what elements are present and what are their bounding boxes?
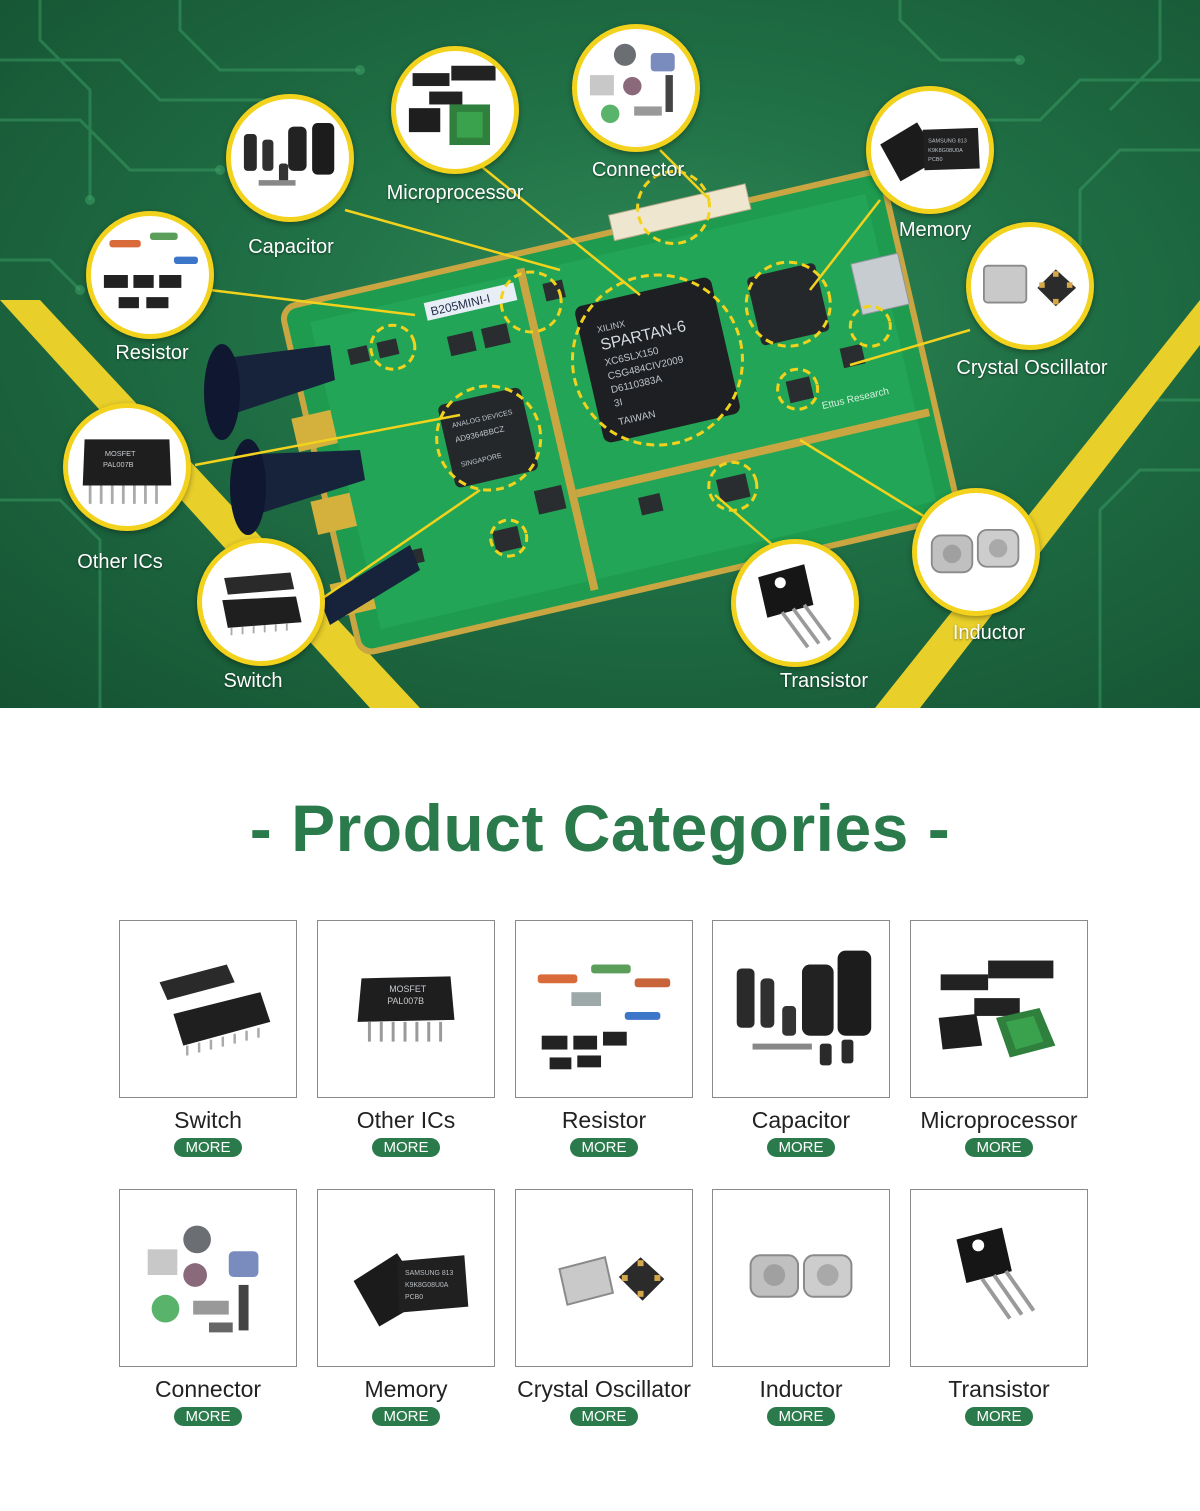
hero-label-memory: Memory <box>898 219 972 241</box>
connector-bubble <box>572 24 700 152</box>
hero-label-transistor: Transistor <box>779 670 869 692</box>
category-card-switch[interactable]: Switch MORE <box>119 920 297 1157</box>
category-image[interactable]: MOSFET PAL007B <box>317 920 495 1098</box>
hero-label-connector: Connector <box>591 159 685 181</box>
inductor-bubble <box>912 488 1040 616</box>
memory-bubble: SAMSUNG 813 K9K8G08U0A PCB0 <box>866 86 994 214</box>
category-card-transistor[interactable]: Transistor MORE <box>910 1189 1088 1426</box>
crystal-oscillator-icon <box>558 1256 665 1306</box>
memory-icon: SAMSUNG 813 K9K8G08U0A PCB0 <box>880 122 980 182</box>
memory-icon: SAMSUNG 813 K9K8G08U0A PCB0 <box>353 1253 469 1327</box>
connector-icon <box>589 43 675 124</box>
category-image[interactable] <box>910 1189 1088 1367</box>
svg-text:K9K8G08U0A: K9K8G08U0A <box>928 148 963 154</box>
more-button[interactable]: MORE <box>372 1138 440 1157</box>
more-button[interactable]: MORE <box>965 1138 1033 1157</box>
svg-text:3I: 3I <box>613 397 624 410</box>
transistor-icon <box>956 1227 1036 1320</box>
section-title: - Product Categories - <box>249 791 951 865</box>
hero-label-capacitor: Capacitor <box>248 236 334 258</box>
resistor-bubble <box>86 211 214 339</box>
hero-label-resistor: Resistor <box>115 342 189 364</box>
inductor-icon <box>749 1254 853 1298</box>
category-card-capacitor[interactable]: Capacitor MORE <box>712 920 890 1157</box>
category-image[interactable] <box>119 1189 297 1367</box>
category-card-resistor[interactable]: Resistor MORE <box>515 920 693 1157</box>
ic-icon: MOSFET PAL007B <box>82 439 172 504</box>
svg-text:MOSFET: MOSFET <box>105 449 136 458</box>
capacitor-icon <box>243 122 335 186</box>
ic-icon: MOSFET PAL007B <box>357 976 455 1042</box>
microprocessor-bubble <box>391 46 519 174</box>
hero-label-crystal-oscillator: Crystal Oscillator <box>956 357 1108 379</box>
switch-bubble <box>197 538 325 666</box>
svg-text:K9K8G08U0A: K9K8G08U0A <box>405 1282 449 1289</box>
category-card-inductor[interactable]: Inductor MORE <box>712 1189 890 1426</box>
svg-text:PAL007B: PAL007B <box>387 996 424 1006</box>
switch-icon <box>159 964 271 1056</box>
hero-label-other-ics: Other ICs <box>77 551 163 573</box>
category-name[interactable]: Connector <box>154 1376 262 1402</box>
more-button[interactable]: MORE <box>174 1407 242 1426</box>
more-button[interactable]: MORE <box>965 1407 1033 1426</box>
other-ics-bubble: MOSFET PAL007B <box>63 403 191 531</box>
inductor-icon <box>930 528 1020 574</box>
category-image[interactable]: SAMSUNG 813 K9K8G08U0A PCB0 <box>317 1189 495 1367</box>
resistor-icon <box>103 232 198 309</box>
category-card-connector[interactable]: Connector MORE <box>119 1189 297 1426</box>
svg-text:PAL007B: PAL007B <box>103 460 134 469</box>
category-name[interactable]: Crystal Oscillator <box>517 1376 691 1402</box>
category-name[interactable]: Switch <box>174 1107 242 1133</box>
category-name[interactable]: Capacitor <box>751 1107 851 1133</box>
category-image[interactable] <box>515 920 693 1098</box>
more-button[interactable]: MORE <box>174 1138 242 1157</box>
capacitor-bubble <box>226 94 354 222</box>
category-card-crystal-oscillator[interactable]: Crystal Oscillator MORE <box>515 1189 693 1426</box>
svg-text:SAMSUNG 813: SAMSUNG 813 <box>928 139 967 145</box>
more-button[interactable]: MORE <box>767 1138 835 1157</box>
category-name[interactable]: Other ICs <box>356 1107 456 1133</box>
svg-text:PCB0: PCB0 <box>405 1294 423 1301</box>
connector-icon <box>147 1225 259 1333</box>
category-card-other-ics[interactable]: MOSFET PAL007B Other ICs MORE <box>317 920 495 1157</box>
transistor-bubble <box>731 539 859 667</box>
category-name[interactable]: Inductor <box>759 1376 843 1402</box>
crystal-oscillator-icon <box>982 264 1077 307</box>
crystal-oscillator-bubble <box>966 222 1094 350</box>
category-image[interactable] <box>910 920 1088 1098</box>
category-image[interactable] <box>712 920 890 1098</box>
category-name[interactable]: Transistor <box>948 1376 1050 1402</box>
category-image[interactable] <box>712 1189 890 1367</box>
capacitor-icon <box>736 950 872 1066</box>
category-image[interactable] <box>515 1189 693 1367</box>
category-name[interactable]: Microprocessor <box>920 1107 1078 1133</box>
resistor-icon <box>537 964 671 1070</box>
svg-text:SAMSUNG 813: SAMSUNG 813 <box>405 1270 454 1277</box>
hero-label-microprocessor: Microprocessor <box>386 182 524 204</box>
transistor-icon <box>758 564 832 649</box>
more-button[interactable]: MORE <box>767 1407 835 1426</box>
more-button[interactable]: MORE <box>570 1138 638 1157</box>
hero-label-switch: Switch <box>223 670 283 692</box>
microprocessor-icon <box>408 65 496 146</box>
category-card-memory[interactable]: SAMSUNG 813 K9K8G08U0A PCB0 Memory MORE <box>317 1189 495 1426</box>
microprocessor-icon <box>938 960 1056 1058</box>
category-image[interactable] <box>119 920 297 1098</box>
hero-banner: XILINX SPARTAN-6 XC6SLX150 CSG484CIV2009… <box>0 0 1200 708</box>
category-card-microprocessor[interactable]: Microprocessor MORE <box>910 920 1088 1157</box>
svg-text:PCB0: PCB0 <box>928 157 942 163</box>
category-name[interactable]: Resistor <box>561 1107 647 1133</box>
more-button[interactable]: MORE <box>570 1407 638 1426</box>
switch-icon <box>222 572 302 636</box>
category-name[interactable]: Memory <box>364 1376 448 1402</box>
hero-label-inductor: Inductor <box>952 622 1026 644</box>
more-button[interactable]: MORE <box>372 1407 440 1426</box>
svg-text:MOSFET: MOSFET <box>389 984 427 994</box>
